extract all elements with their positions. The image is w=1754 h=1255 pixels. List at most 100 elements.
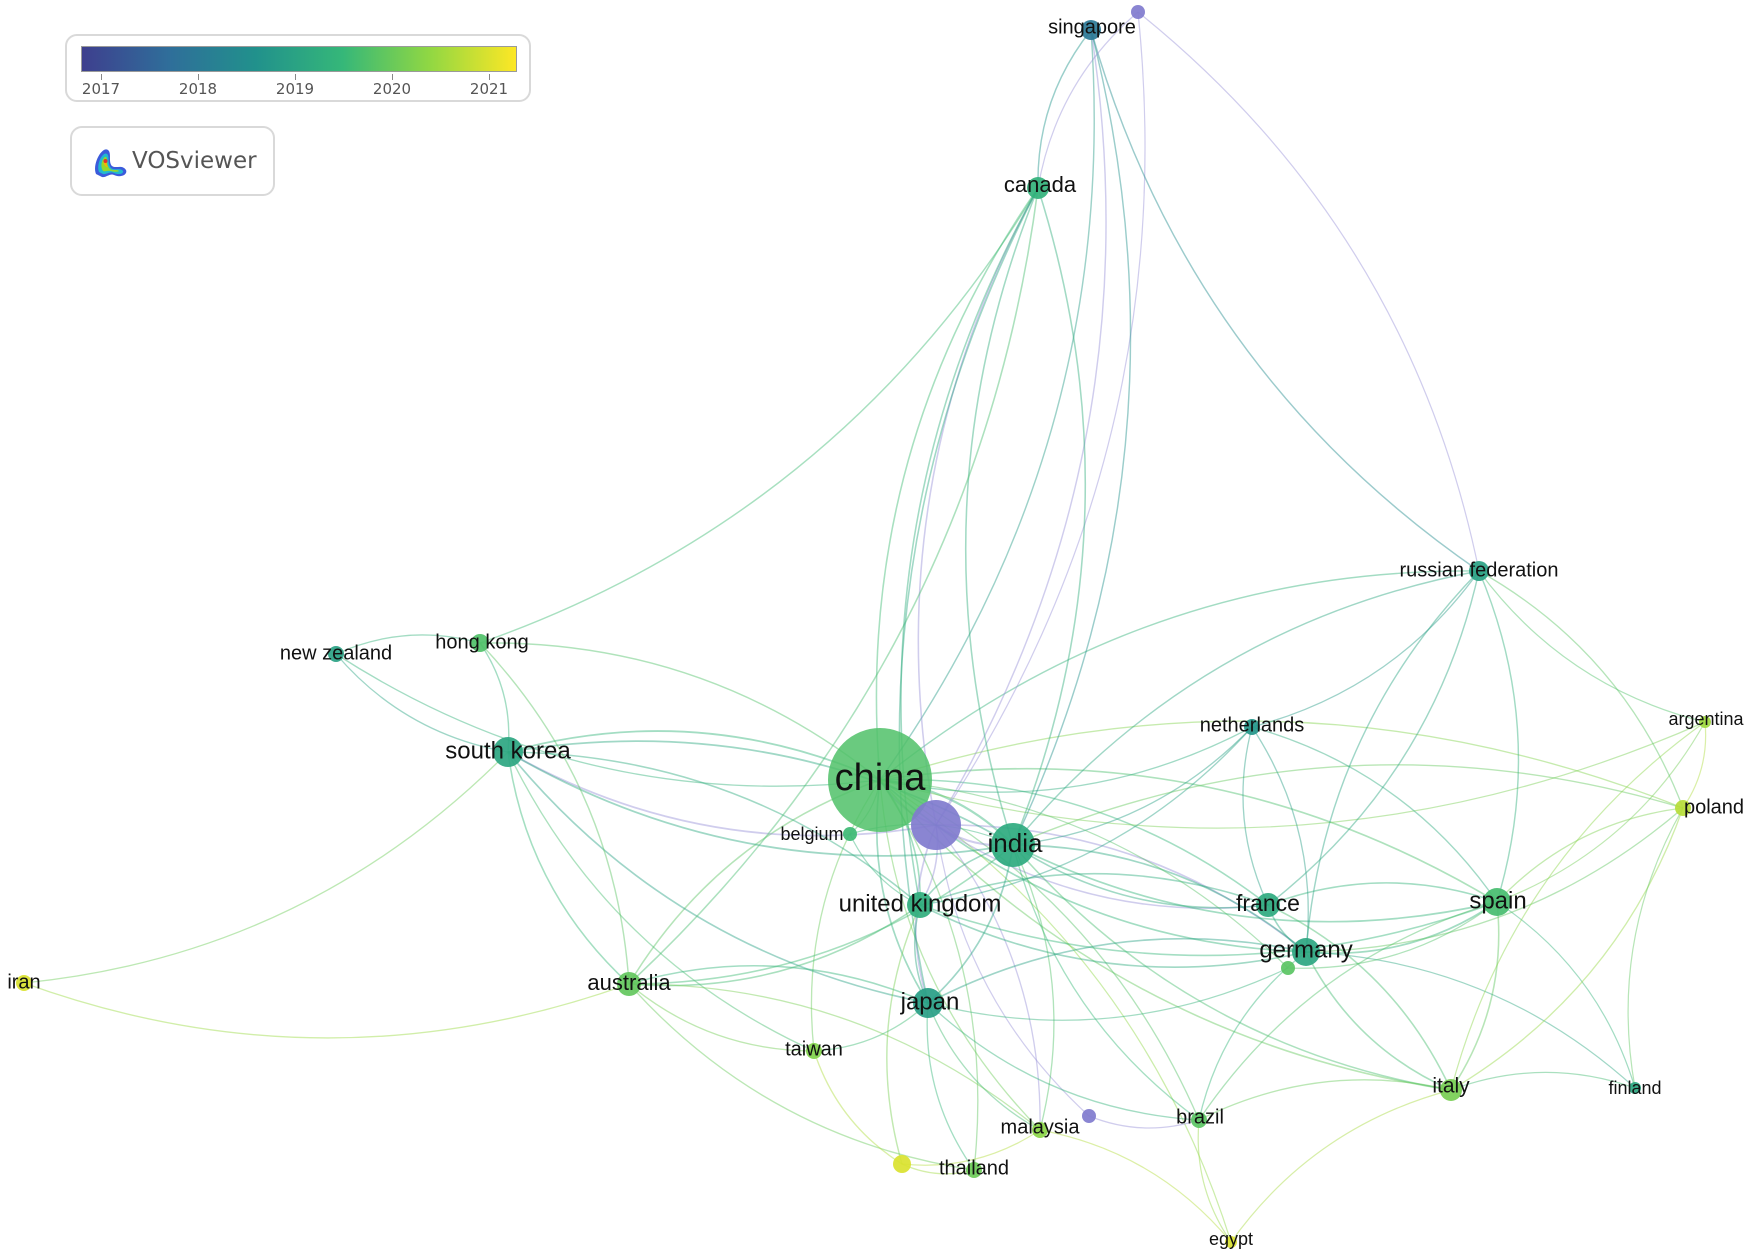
link-canada-india [1012,187,1087,846]
legend-tick [101,74,102,80]
link-brazil-unlabeled_purple_malaysia [1088,1115,1200,1129]
link-spain-france [1267,882,1498,906]
node-unlabeled-yellow[interactable] [893,1155,911,1173]
link-unlabeled_green_germany-japan [927,967,1289,1021]
node-egypt[interactable] [1225,1236,1237,1248]
link-malaysia-egypt [1039,1129,1232,1243]
link-usa-germany [935,824,1307,953]
link-india-france [1012,844,1269,909]
label-netherlands: netherlands [1200,714,1305,736]
link-france-netherlands [1242,726,1269,906]
link-china-thailand [879,779,979,1171]
link-russian_federation-netherlands [1251,570,1480,728]
vosviewer-brand-name: VOSviewer [132,148,257,174]
link-south_korea-new_zealand [335,653,509,753]
node-usa[interactable] [911,800,961,850]
label-finland: finland [1608,1078,1661,1098]
node-belgium[interactable] [843,827,857,841]
link-hong_kong-new_zealand [335,634,481,655]
node-finland[interactable] [1629,1082,1641,1094]
link-china-spain [879,767,1498,903]
link-spain-brazil [1198,901,1498,1121]
node-new-zealand[interactable] [328,646,344,662]
label-new-zealand: new zealand [280,642,392,664]
label-germany: germany [1259,936,1352,963]
node-unlabeled-purple-malaysia[interactable] [1082,1109,1096,1123]
node-canada[interactable] [1027,177,1049,199]
link-spain-russian_federation [1478,570,1520,903]
link-hong_kong-australia [479,642,630,985]
link-australia-taiwan [628,983,815,1052]
network-links [23,11,1707,1243]
label-malaysia: malaysia [1001,1116,1081,1138]
node-singapore[interactable] [1081,20,1101,40]
node-iran[interactable] [16,975,32,991]
link-russian_federation-poland [1478,570,1684,809]
node-poland[interactable] [1675,800,1691,816]
link-unlabeled_green_germany-china [879,779,1289,969]
legend-year-label: 2018 [178,80,218,98]
node-south-korea[interactable] [493,737,523,767]
link-usa-malaysia [935,824,1041,1131]
link-india-australia [628,844,1014,985]
node-argentina[interactable] [1699,716,1711,728]
legend-gradient-bar [81,46,517,72]
node-thailand[interactable] [966,1162,982,1178]
link-china-russian_federation [879,570,1480,781]
legend-year-label: 2020 [372,80,412,98]
link-china-new_zealand [335,653,881,787]
link-russian_federation-argentina [1478,570,1706,723]
node-russian-federation[interactable] [1469,561,1489,581]
link-india-south_korea [507,751,1014,857]
link-malaysia-unlabeled_yellow [901,1129,1041,1166]
link-usa-south_korea [507,751,937,837]
node-china[interactable] [828,728,932,832]
node-germany[interactable] [1292,938,1320,966]
legend-tick [198,74,199,80]
label-canada: canada [1004,172,1077,197]
link-italy-argentina [1450,721,1706,1091]
link-france-united_kingdom [919,872,1269,906]
node-australia[interactable] [617,972,641,996]
link-south_korea-iran [23,751,509,984]
link-china-singapore [879,29,1095,781]
node-taiwan[interactable] [806,1043,822,1059]
link-spain-finland [1496,901,1636,1089]
vosviewer-logo-icon [95,149,127,178]
link-australia-canada [628,187,1039,985]
node-netherlands[interactable] [1244,719,1260,735]
node-hong-kong[interactable] [471,634,489,652]
label-japan: japan [900,988,960,1015]
link-spain-united_kingdom [919,901,1498,957]
label-south-korea: south korea [445,737,571,764]
link-china-poland [879,720,1684,809]
legend-year-label: 2017 [81,80,121,98]
link-australia-japan [628,965,929,1004]
link-australia-thailand [628,983,975,1171]
node-brazil[interactable] [1191,1112,1207,1128]
label-taiwan: taiwan [785,1038,843,1060]
link-taiwan-unlabeled_yellow [813,1050,903,1165]
node-unlabeled-green-germany[interactable] [1281,961,1295,975]
node-italy[interactable] [1440,1079,1462,1101]
label-australia: australia [587,970,671,995]
link-germany-russian_federation [1305,570,1480,953]
link-japan-malaysia [927,1002,1041,1131]
link-spain-poland [1496,807,1684,903]
node-united-kingdom[interactable] [907,892,933,918]
node-india[interactable] [991,823,1035,867]
link-japan-germany [927,937,1307,1004]
link-australia-malaysia [628,983,1041,1131]
node-malaysia[interactable] [1032,1122,1048,1138]
link-spain-italy [1450,901,1500,1091]
node-france[interactable] [1256,893,1280,917]
link-italy-finland [1450,1071,1636,1091]
link-india-russian_federation [1012,570,1480,846]
node-unlabeled-purple-singapore[interactable] [1131,5,1145,19]
node-spain[interactable] [1483,888,1511,916]
legend-tick [295,74,296,80]
link-australia-iran [23,982,630,1039]
node-japan[interactable] [913,988,943,1018]
link-china-hong_kong [479,642,881,781]
